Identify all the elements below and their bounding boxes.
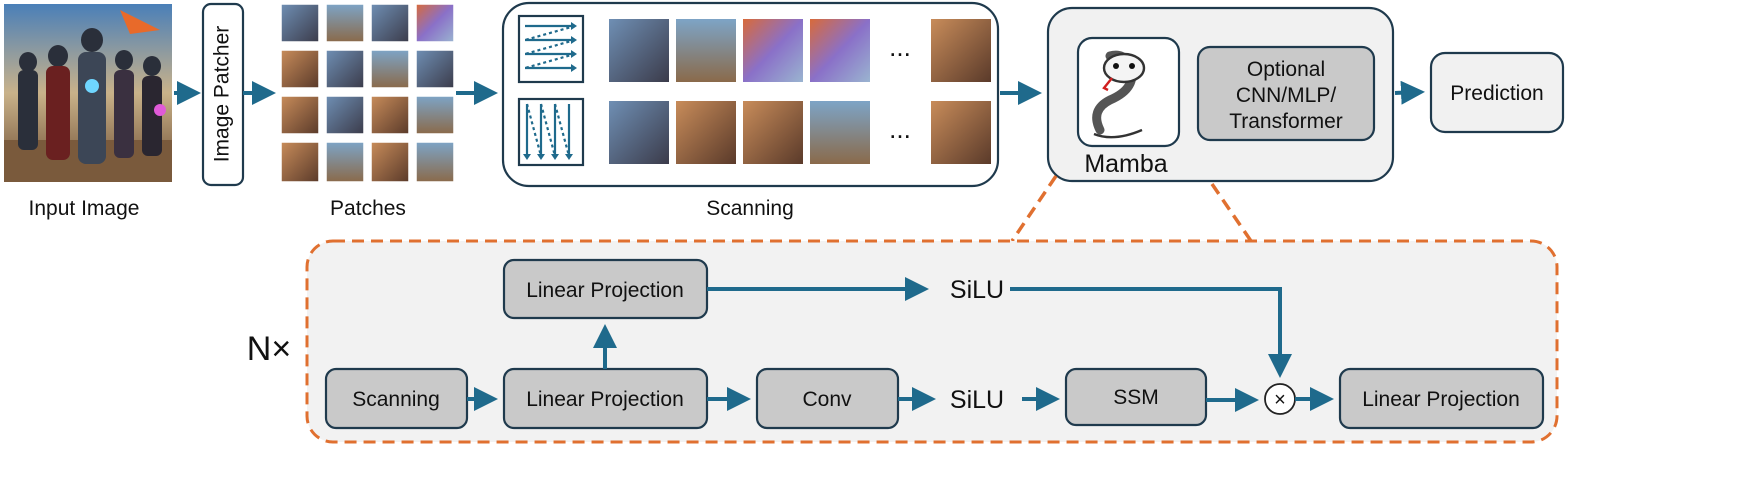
scanning-box: Scanning: [324, 367, 469, 430]
scanning-label: Scanning: [706, 197, 794, 220]
zoom-line-right: [1210, 183, 1253, 242]
scan-sequence-vertical: ...: [609, 101, 991, 164]
optional-line1: Optional: [1247, 58, 1325, 81]
multiply-symbol: ×: [1274, 389, 1286, 411]
input-image: [4, 4, 172, 182]
ellipsis-row1: ...: [889, 32, 911, 62]
zoom-line-left: [1010, 175, 1058, 242]
input-image-label: Input Image: [29, 197, 140, 220]
prediction-box: Prediction: [1429, 51, 1565, 134]
linear-projection-in-label: Linear Projection: [526, 388, 684, 411]
linear-projection-out-label: Linear Projection: [1362, 388, 1520, 411]
repeat-label: N×: [247, 330, 291, 368]
conv-label: Conv: [802, 388, 852, 411]
mamba-label: Mamba: [1084, 150, 1167, 178]
conv-box: Conv: [755, 367, 900, 430]
image-patcher: Image Patcher: [201, 2, 245, 187]
ssm-box: SSM: [1064, 367, 1208, 427]
scanning-panel: ... ...: [501, 1, 1000, 188]
patches-label: Patches: [330, 197, 406, 220]
patches-grid: [280, 3, 455, 183]
optional-block: Optional CNN/MLP/ Transformer: [1196, 45, 1376, 142]
snake-icon: [1076, 36, 1181, 148]
arrow-mamba-to-prediction: [1394, 80, 1425, 105]
image-patcher-label: Image Patcher: [211, 26, 234, 163]
optional-line2: CNN/MLP/: [1236, 84, 1337, 107]
scanning-box-label: Scanning: [352, 388, 440, 411]
vertical-scan-icon: [517, 97, 585, 167]
ellipsis-row2: ...: [889, 114, 911, 144]
optional-line3: Transformer: [1229, 110, 1343, 133]
linear-projection-out-box: Linear Projection: [1338, 367, 1545, 430]
silu-main-label: SiLU: [950, 386, 1004, 414]
multiply-circle-icon: ×: [1264, 383, 1296, 415]
linear-projection-gate-label: Linear Projection: [526, 279, 684, 302]
linear-projection-gate-box: Linear Projection: [502, 258, 709, 320]
arrow-silu-gate-to-multiply: [1010, 287, 1292, 378]
linear-projection-in-box: Linear Projection: [502, 367, 709, 430]
scan-sequence-horizontal: ...: [609, 19, 991, 82]
silu-gate-label: SiLU: [950, 276, 1004, 304]
ssm-label: SSM: [1113, 386, 1159, 409]
horizontal-scan-icon: [517, 14, 585, 84]
prediction-label: Prediction: [1450, 82, 1543, 105]
superhero-figures: [18, 10, 166, 164]
mamba-panel: Mamba Optional CNN/MLP/ Transformer: [1046, 6, 1395, 183]
